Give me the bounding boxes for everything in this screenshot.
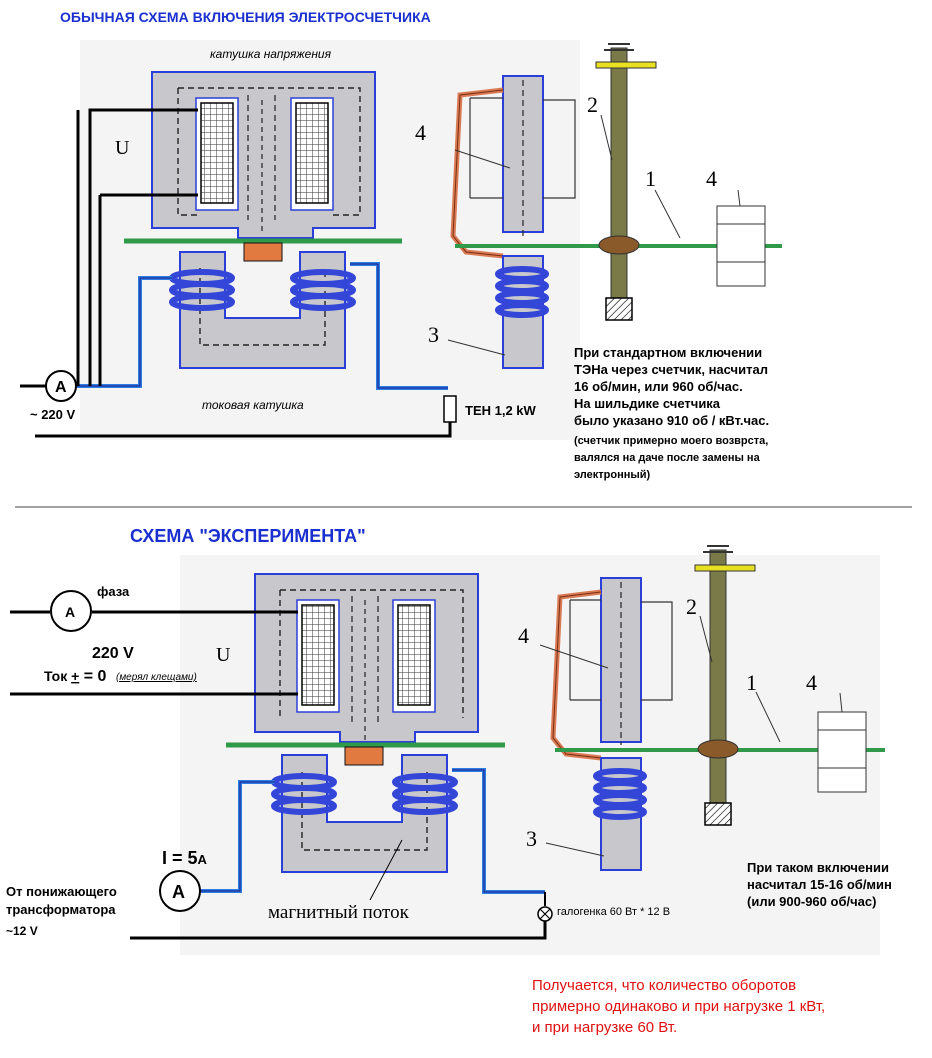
conclusion-line: и при нагрузке 60 Вт. (532, 1019, 677, 1036)
top-u-label: U (115, 137, 130, 159)
bottom-title: СХЕМА "ЭКСПЕРИМЕНТА" (130, 526, 366, 546)
bottom-num-4a: 4 (518, 623, 529, 648)
bottom-brake-magnet (344, 746, 384, 766)
top-note-small-line: электронный) (574, 469, 651, 481)
top-voltage-core (151, 71, 376, 239)
current-main-label: I = 5A (162, 848, 208, 868)
top-note-line: ТЭНа через счетчик, насчитал (574, 362, 768, 377)
bottom-current-core (271, 754, 458, 901)
top-num-3: 3 (428, 322, 439, 347)
current-zero-label: Ток + = 0 (44, 668, 107, 685)
top-side-view (447, 43, 782, 369)
bottom-note-line: (или 900-960 об/час) (747, 894, 876, 909)
top-title: ОБЫЧНАЯ СХЕМА ВКЛЮЧЕНИЯ ЭЛЕКТРОСЧЕТЧИКА (60, 9, 431, 25)
bottom-voltage-core (254, 573, 479, 743)
bottom-note: При таком включении насчитал 15-16 об/ми… (747, 860, 892, 909)
bottom-num-1: 1 (746, 670, 757, 695)
flux-label: магнитный поток (268, 902, 410, 923)
bottom-num-4b: 4 (806, 670, 817, 695)
bottom-voltage-label: 220 V (92, 645, 134, 662)
source-voltage: ~12 V (6, 924, 38, 938)
top-note-small-line: (счетчик примерно моего возврста, (574, 435, 768, 447)
bottom-ammeter-load (159, 870, 201, 912)
top-ammeter (45, 370, 77, 402)
bottom-note-line: При таком включении (747, 860, 889, 875)
top-ammeter-label: A (55, 379, 67, 396)
conclusion-line: Получается, что количество оборотов (532, 977, 796, 994)
top-num-1: 1 (645, 166, 656, 191)
bottom-u-label: U (216, 644, 231, 666)
top-num-4a: 4 (415, 120, 426, 145)
top-load-label: ТЕН 1,2 kW (465, 403, 537, 418)
source-line: трансформатора (6, 902, 116, 917)
bottom-ammeter-load-label: A (172, 882, 185, 902)
top-brake-magnet (243, 242, 283, 262)
top-note-line: При стандартном включении (574, 345, 762, 360)
bottom-wires (10, 610, 547, 940)
top-note-line: 16 об/мин, или 960 об/час. (574, 379, 743, 394)
voltage-coil-label: катушка напряжения (210, 47, 332, 61)
bottom-ammeter-phase (50, 590, 92, 632)
top-mains-label: ~ 220 V (30, 407, 76, 422)
top-note: При стандартном включении ТЭНа через сче… (574, 345, 769, 481)
bottom-ammeter-phase-label: A (65, 604, 75, 620)
top-current-core (169, 251, 356, 369)
bottom-lamp-label: галогенка 60 Вт * 12 В (557, 906, 670, 918)
phase-label: фаза (97, 584, 130, 599)
top-num-4b: 4 (706, 166, 717, 191)
top-note-small-line: валялся на даче после замены на (574, 452, 761, 464)
top-section: ОБЫЧНАЯ СХЕМА ВКЛЮЧЕНИЯ ЭЛЕКТРОСЧЕТЧИКА … (20, 9, 782, 481)
bottom-section: СХЕМА "ЭКСПЕРИМЕНТА" (6, 526, 892, 1036)
conclusion-line: примерно одинаково и при нагрузке 1 кВт, (532, 998, 825, 1015)
bottom-num-2: 2 (686, 594, 697, 619)
top-num-2: 2 (587, 92, 598, 117)
bottom-lamp-cross (539, 908, 551, 920)
top-note-line: было указано 910 об / кВт.час. (574, 413, 769, 428)
top-note-line: На шильдике счетчика (574, 396, 721, 411)
bottom-note-line: насчитал 15-16 об/мин (747, 877, 892, 892)
top-load-resistor (443, 395, 457, 423)
bottom-side-view (539, 545, 885, 871)
current-coil-label: токовая катушка (202, 398, 304, 412)
clamp-note: (мерял клещами) (116, 672, 197, 683)
bottom-num-3: 3 (526, 826, 537, 851)
conclusion: Получается, что количество оборотов прим… (532, 977, 825, 1036)
source-line: От понижающего (6, 884, 117, 899)
top-wires (20, 108, 452, 438)
